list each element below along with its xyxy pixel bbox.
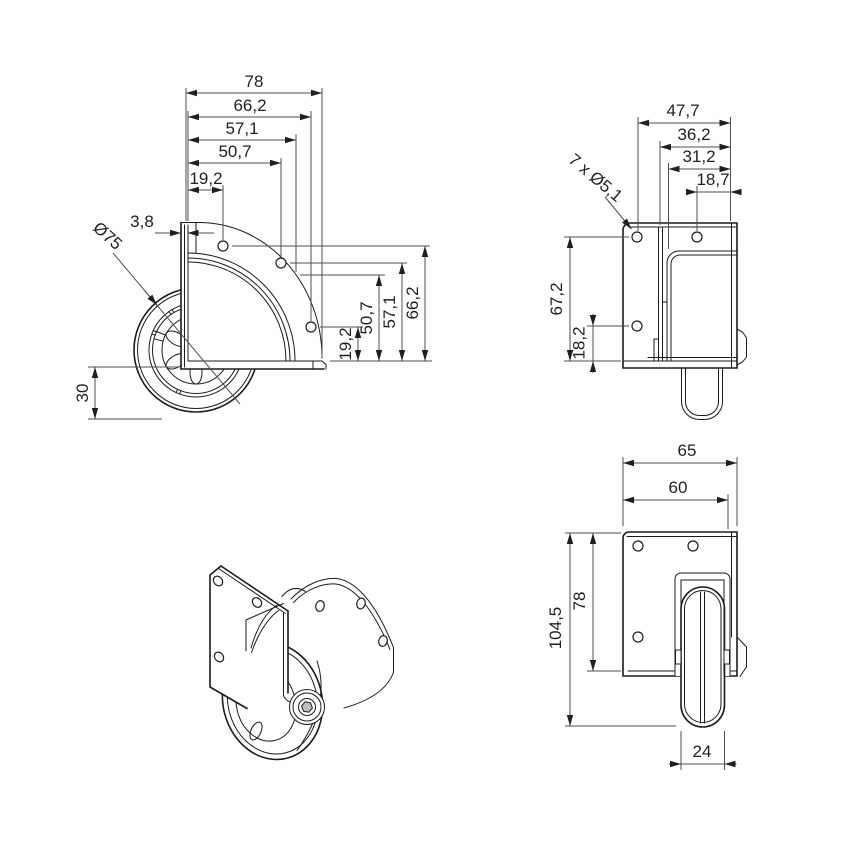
mounting-hole <box>631 231 643 243</box>
mounting-hole <box>632 540 644 552</box>
corner-tab <box>736 636 747 677</box>
mounting-hole <box>687 540 699 552</box>
dim-height-57-1: 57,1 <box>380 295 399 328</box>
dim-width-57-1: 57,1 <box>225 119 258 138</box>
iso-left-plate <box>210 566 288 709</box>
dim-wheel-width-24: 24 <box>693 742 712 761</box>
hex-socket-bolt <box>301 701 313 713</box>
axle-slot <box>675 649 682 665</box>
dim-width-18-7: 18,7 <box>696 170 729 189</box>
iso-right-plate <box>290 577 394 709</box>
dim-holes-note: 7 x Ø5,1 <box>565 150 626 206</box>
dim-width-65: 65 <box>678 441 697 460</box>
dim-thickness-3-8: 3,8 <box>130 212 154 231</box>
corner-tab <box>736 328 747 366</box>
dim-width-66-2: 66,2 <box>233 96 266 115</box>
rear-view: 65 60 78 104,5 24 <box>546 441 747 770</box>
isometric-view <box>209 565 394 761</box>
axle-slot <box>723 649 730 665</box>
dim-height-19-2: 19,2 <box>336 327 355 360</box>
dim-height-50-7: 50,7 <box>357 301 376 334</box>
mounting-hole <box>632 631 644 643</box>
dim-width-50-7: 50,7 <box>218 142 251 161</box>
dim-height-78: 78 <box>570 592 589 611</box>
dim-width-78: 78 <box>245 72 264 91</box>
wheel-side <box>681 367 723 420</box>
mounting-hole <box>631 320 643 332</box>
mounting-hole <box>305 321 317 333</box>
dim-height-66-2: 66,2 <box>403 286 422 319</box>
dim-width-36-2: 36,2 <box>677 125 710 144</box>
front-view-dimensions: 78 66,2 57,1 50,7 19,2 3,8 Ø75 19,2 50,7 <box>73 72 432 420</box>
wheel-rear <box>680 586 726 728</box>
mounting-hole <box>275 257 287 269</box>
dim-height-18-2: 18,2 <box>570 326 589 359</box>
dim-width-47-7: 47,7 <box>666 101 699 120</box>
mounting-hole <box>691 231 703 243</box>
dim-width-31-2: 31,2 <box>682 147 715 166</box>
dim-height-67-2: 67,2 <box>547 282 566 315</box>
dim-height-104-5: 104,5 <box>546 607 565 650</box>
front-view: 78 66,2 57,1 50,7 19,2 3,8 Ø75 19,2 50,7 <box>73 72 432 420</box>
mounting-hole <box>217 240 229 252</box>
side-plate <box>622 222 738 369</box>
iso-hub <box>289 689 325 725</box>
corner-plate-front <box>181 222 326 369</box>
side-view: 47,7 36,2 31,2 18,7 7 x Ø5,1 67,2 18,2 <box>547 101 747 420</box>
dim-wheel-diameter-75: Ø75 <box>89 218 126 254</box>
rear-view-dimensions: 65 60 78 104,5 24 <box>546 441 738 770</box>
dim-width-19-2: 19,2 <box>189 169 222 188</box>
dim-width-60: 60 <box>669 478 688 497</box>
dim-protrusion-30: 30 <box>73 384 92 403</box>
